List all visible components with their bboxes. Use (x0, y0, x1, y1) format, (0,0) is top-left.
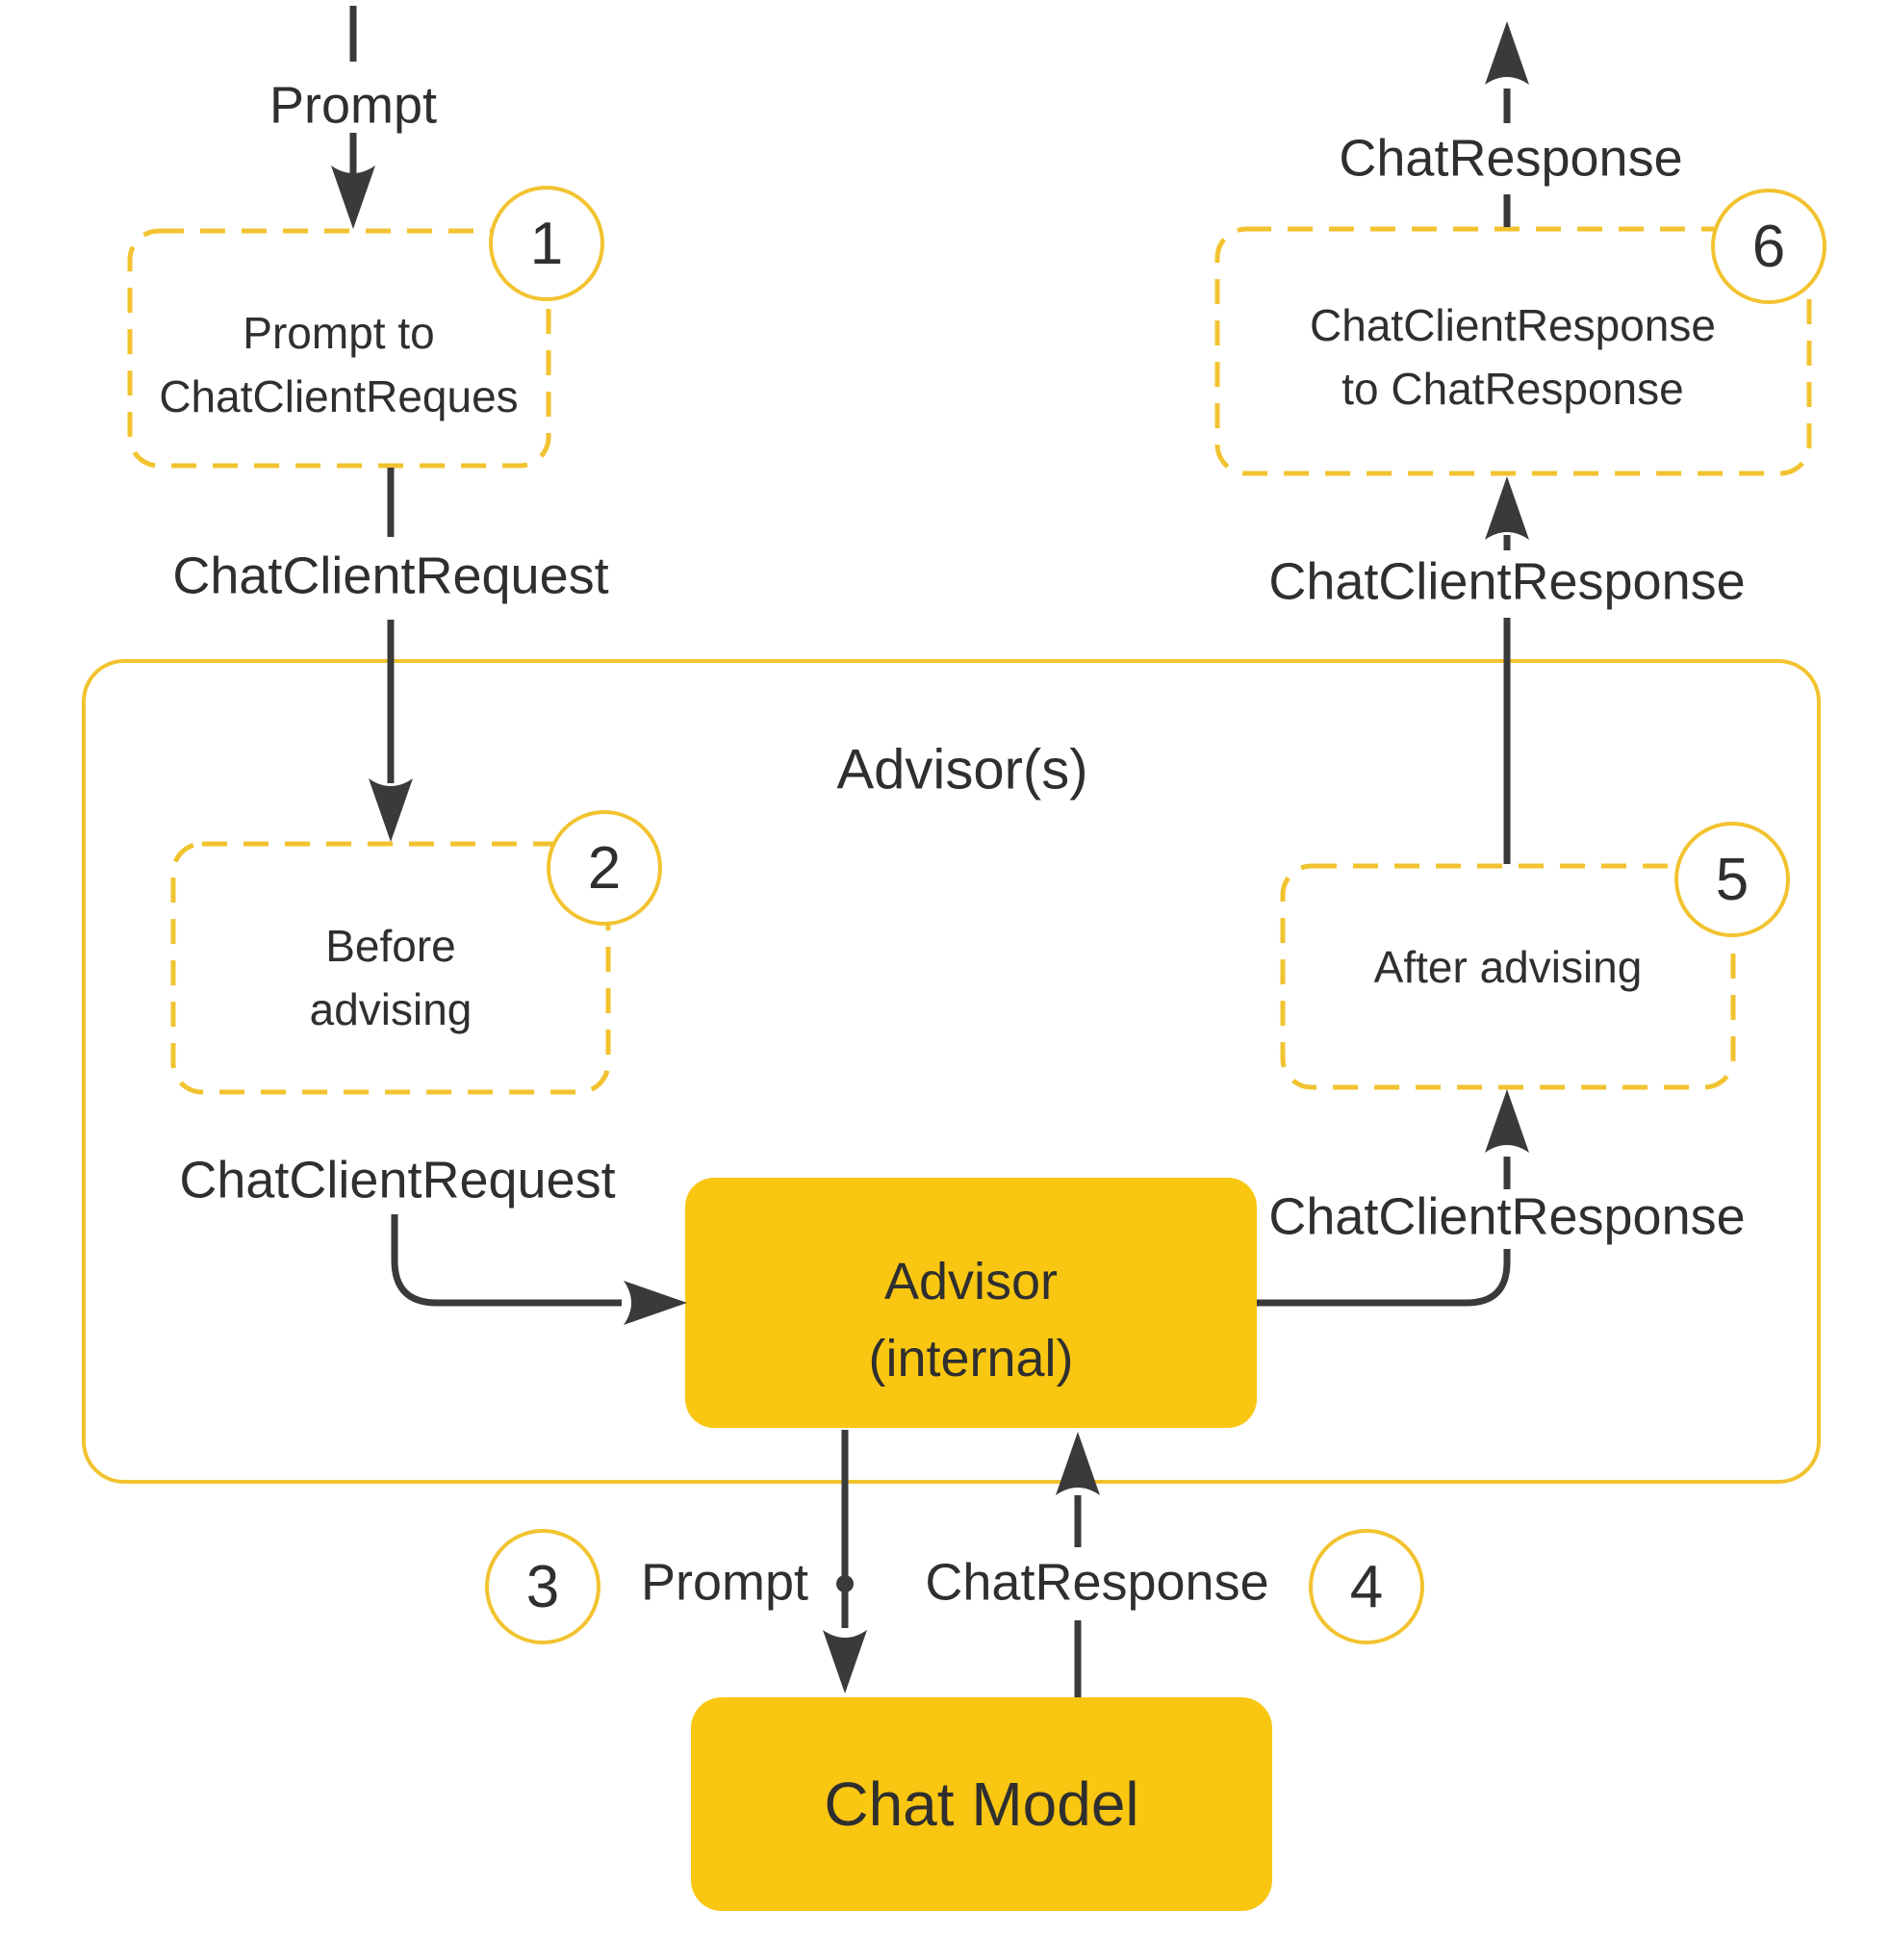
label-chat-client-request-1: ChatClientRequest (172, 547, 609, 605)
step-circle-1: 1 (489, 186, 604, 301)
step-circle-6: 6 (1711, 189, 1826, 304)
label-prompt-bottom: Prompt (640, 1553, 809, 1612)
label-chat-response-top: ChatResponse (1339, 129, 1683, 188)
step-circle-2: 2 (547, 810, 662, 926)
arrow-chatresponse-out-head (1485, 21, 1529, 85)
response-conversion-box-text: ChatClientResponse to ChatResponse (1310, 293, 1716, 420)
elbow-advisor-to-response-label-line (1257, 1249, 1511, 1307)
prompt-to-request-line2: ChatClientReques (159, 371, 519, 421)
label-chat-client-request-2: ChatClientRequest (179, 1151, 616, 1209)
arrow-response-to-box6-head (1485, 476, 1529, 540)
prompt-to-request-box-text: Prompt to ChatClientReques (159, 301, 518, 428)
step-2-number: 2 (587, 834, 622, 902)
label-chat-client-response-lower: ChatClientResponse (1268, 1187, 1746, 1246)
advisor-internal-box-text: Advisor (internal) (868, 1243, 1073, 1397)
response-conversion-box (1214, 226, 1812, 476)
advisor-internal-box (685, 1178, 1257, 1428)
before-advising-box (170, 841, 611, 1095)
prompt-to-request-box (127, 228, 551, 469)
after-advising-line1: After advising (1373, 942, 1643, 992)
prompt-to-request-line1: Prompt to (243, 308, 435, 358)
arrow-request-to-box2-head (369, 778, 413, 842)
step-4-number: 4 (1349, 1553, 1384, 1620)
chat-model-box (691, 1697, 1272, 1911)
advisors-container-title: Advisor(s) (836, 738, 1088, 802)
label-chat-response-bottom: ChatResponse (925, 1553, 1269, 1612)
after-advising-box-text: After advising (1374, 935, 1643, 999)
chat-model-box-text: Chat Model (824, 1770, 1138, 1838)
advisor-internal-line1: Advisor (883, 1253, 1059, 1311)
step-1-number: 1 (529, 210, 564, 277)
step-5-number: 5 (1715, 846, 1750, 913)
before-advising-line1: Before (325, 921, 456, 971)
elbow-box2-to-advisor-line (391, 1214, 622, 1307)
before-advising-box-text: Before advising (310, 914, 472, 1041)
chat-model-line1: Chat Model (824, 1769, 1139, 1839)
arrow-response-to-box5-head (1485, 1089, 1529, 1153)
arrow-prompt-to-box1-head (331, 165, 375, 229)
before-advising-line2: advising (309, 984, 472, 1034)
label-prompt-top: Prompt (268, 76, 438, 135)
arrow-prompt-to-chatmodel-head (823, 1630, 867, 1693)
step-6-number: 6 (1751, 213, 1786, 280)
response-conversion-line2: to ChatResponse (1341, 364, 1684, 414)
step-circle-5: 5 (1674, 822, 1790, 937)
step-circle-4: 4 (1309, 1529, 1424, 1644)
step-3-number: 3 (525, 1553, 560, 1620)
step-circle-3: 3 (485, 1529, 600, 1644)
elbow-box2-to-advisor-head (624, 1281, 687, 1325)
prompt-line-dot (836, 1575, 854, 1592)
advisors-container-box (82, 659, 1821, 1484)
after-advising-box (1280, 863, 1736, 1090)
arrow-response-to-advisor-head (1056, 1432, 1100, 1495)
advisor-internal-line2: (internal) (868, 1330, 1074, 1387)
label-chat-client-response-upper: ChatClientResponse (1268, 552, 1746, 611)
response-conversion-line1: ChatClientResponse (1310, 300, 1716, 350)
